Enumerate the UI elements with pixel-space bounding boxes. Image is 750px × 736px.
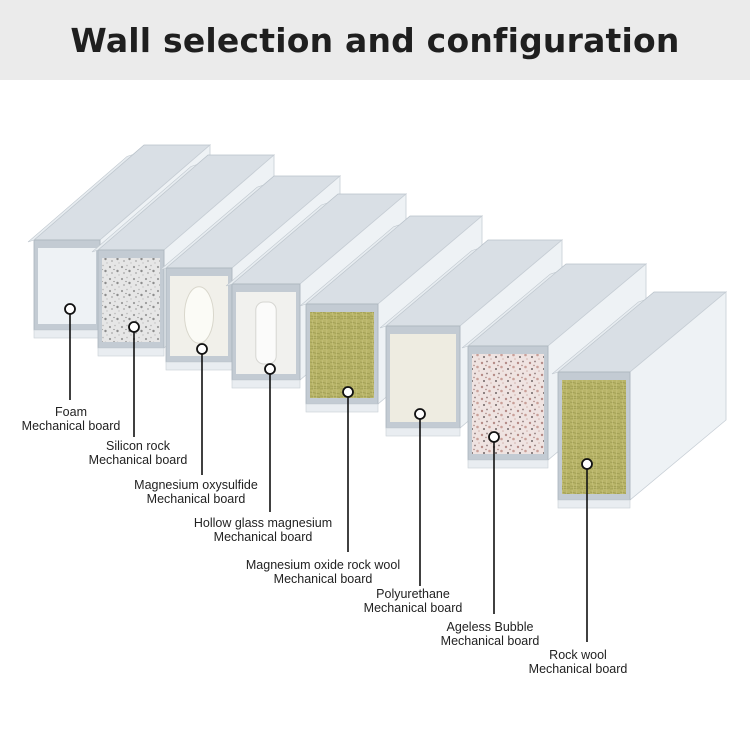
label-material: Magnesium oxide rock wool bbox=[245, 558, 401, 572]
panel-flange bbox=[461, 271, 557, 349]
panel-flange bbox=[27, 154, 134, 243]
callouts-layer bbox=[64, 303, 593, 642]
label-board-type: Mechanical board bbox=[440, 634, 540, 648]
label-board-type: Mechanical board bbox=[146, 492, 246, 506]
label-material: Ageless Bubble bbox=[446, 620, 534, 634]
callout-ring-icon bbox=[342, 386, 354, 398]
hollow-cavity bbox=[183, 286, 215, 344]
label-board-type: Mechanical board bbox=[21, 419, 121, 433]
panel-skirt bbox=[165, 361, 233, 371]
label-material: Foam bbox=[55, 405, 87, 419]
panel-flange bbox=[551, 299, 645, 375]
panel-core-ageless-bubble bbox=[472, 354, 544, 454]
panel-core-rock-wool bbox=[562, 380, 626, 494]
callout-ring-icon bbox=[488, 431, 500, 443]
label-material: Hollow glass magnesium bbox=[193, 516, 333, 530]
callout-ring-icon bbox=[414, 408, 426, 420]
page-title: Wall selection and configuration bbox=[70, 20, 680, 60]
panel-rock-wool bbox=[551, 291, 728, 509]
panel-flange bbox=[299, 224, 400, 307]
panel-skirt bbox=[305, 403, 379, 413]
callout-ring-icon bbox=[128, 321, 140, 333]
panel-skirt bbox=[385, 427, 461, 437]
title-banner: Wall selection and configuration bbox=[0, 0, 750, 80]
callout-ring-icon bbox=[196, 343, 208, 355]
panel-flange bbox=[159, 184, 264, 271]
callout-ring-icon bbox=[581, 458, 593, 470]
panel-core-magnesium-oxide-rock-wool bbox=[310, 312, 374, 398]
label-material: Polyurethane bbox=[376, 587, 450, 601]
label-board-type: Mechanical board bbox=[273, 572, 373, 586]
callout-ring-icon bbox=[64, 303, 76, 315]
label-board-type: Mechanical board bbox=[88, 453, 188, 467]
label-board-type: Mechanical board bbox=[528, 662, 628, 676]
label-material: Rock wool bbox=[549, 648, 607, 662]
panel-skirt bbox=[231, 379, 301, 389]
panel-flange bbox=[91, 164, 198, 253]
panel-skirt bbox=[97, 347, 165, 357]
label-board-type: Mechanical board bbox=[213, 530, 313, 544]
wall-panels-graphic bbox=[27, 144, 728, 642]
panels-layer bbox=[27, 144, 728, 509]
panel-skirt bbox=[467, 459, 549, 469]
callout-ring-icon bbox=[264, 363, 276, 375]
panel-skirt bbox=[33, 329, 101, 339]
panel-skirt bbox=[557, 499, 631, 509]
hollow-cavity bbox=[255, 301, 277, 365]
label-material: Magnesium oxysulfide bbox=[134, 478, 258, 492]
label-material: Silicon rock bbox=[106, 439, 170, 453]
panel-core-polyurethane bbox=[390, 334, 456, 422]
panel-flange bbox=[225, 202, 328, 287]
label-board-type: Mechanical board bbox=[363, 601, 463, 615]
panel-flange bbox=[379, 248, 478, 329]
